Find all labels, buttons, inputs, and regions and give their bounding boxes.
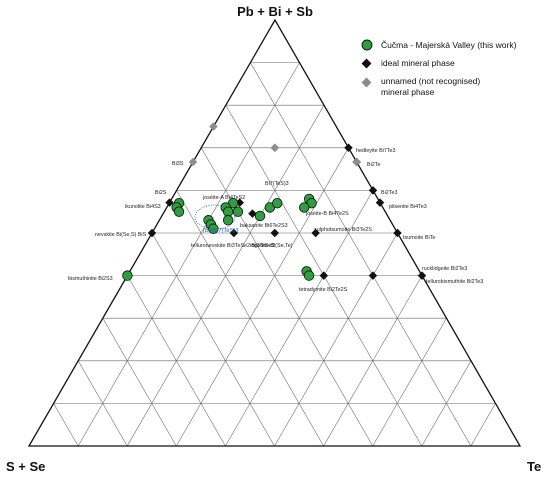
ternary-grid — [53, 62, 496, 447]
legend-marker-unnamed — [361, 77, 372, 88]
unnamed-phase-markers — [188, 122, 361, 167]
grid-line-left-9 — [53, 403, 79, 447]
unnamed-phase-marker-1 — [188, 157, 198, 167]
label-tsumoite: tsumoite BiTe — [403, 235, 435, 241]
unnamed-phase-marker-0 — [209, 122, 218, 131]
ideal-phase-marker-14 — [368, 271, 378, 280]
work-point-17 — [299, 202, 310, 213]
dotted-enclosure — [194, 204, 236, 230]
grid-line-left-3 — [200, 147, 373, 447]
grid-line-right-3 — [176, 147, 349, 447]
ideal-phase-marker-16 — [319, 271, 329, 280]
legend: Čučma - Majerská Valley (this work) idea… — [361, 39, 517, 97]
label-bismuthinite: bismuthinite Bi2S3 — [68, 276, 113, 282]
legend-marker-ideal — [361, 58, 372, 69]
ideal-phase-markers — [123, 143, 427, 280]
ideal-phase-marker-11 — [270, 228, 279, 238]
grid-line-right-6 — [323, 275, 423, 447]
label-joseite-b: joséite-B Bi4Te2S — [305, 211, 349, 217]
legend-label-work: Čučma - Majerská Valley (this work) — [381, 40, 517, 50]
label-nevskite: nevskite Bi(Se,S) BiS — [95, 232, 147, 238]
apex-label-left: S + Se — [6, 459, 45, 474]
label-bi2te-top: Bi2Te — [367, 162, 380, 168]
unnamed-phase-marker-2 — [352, 157, 361, 167]
legend-label-ideal: ideal mineral phase — [381, 58, 455, 68]
label-telluronevskite: telluronevskite Bi3TeSe2 Bi3TeSe2 — [191, 243, 275, 249]
apex-label-top: Pb + Bi + Sb — [237, 4, 313, 19]
unnamed-phase-marker-4 — [270, 143, 280, 153]
work-point-3 — [122, 270, 133, 281]
grid-line-right-7 — [372, 318, 447, 447]
label-ikunolite: ikunolite Bi4S3 — [125, 204, 161, 210]
label-bi3s: Bi3S — [172, 161, 184, 167]
label-tellurobismuthite: tellurobismuthite Bi2Te3 — [426, 279, 483, 285]
work-point-14 — [254, 210, 266, 222]
legend-label-unnamed-line1: unnamed (not recognised) — [381, 76, 480, 86]
label-joseite-a: joséite-A Bi4TeS2 — [202, 195, 245, 201]
label-bi2s: Bi2S — [155, 190, 167, 196]
label-bi7tes3: Bi7(TeS)3 — [265, 181, 289, 187]
grid-line-right-9 — [470, 403, 496, 447]
ideal-phase-marker-6 — [147, 228, 157, 238]
ideal-phase-marker-5 — [165, 198, 174, 207]
ideal-phase-marker-9 — [248, 209, 257, 218]
label-hedleyite: hedleyite Bi7Te3 — [356, 148, 396, 154]
ideal-phase-marker-0 — [344, 143, 353, 153]
label-baksanite: baksanite Bi6Te2S3 — [240, 223, 288, 229]
work-point-19 — [303, 270, 315, 281]
legend-marker-work — [361, 39, 373, 51]
mineral-labels: hedleyite Bi7Te3 Bi2Te pilsenite Bi4Te3 … — [68, 148, 483, 293]
ideal-phase-marker-15 — [417, 271, 427, 280]
grid-line-left-6 — [127, 275, 226, 447]
grid-line-right-5 — [274, 232, 398, 447]
ideal-phase-marker-4 — [393, 228, 402, 238]
grid-line-left-8 — [77, 360, 128, 447]
work-point-9 — [222, 215, 234, 226]
label-sulphotsumoite: sulphotsumoite Bi3Te2S — [314, 227, 372, 233]
work-point-2 — [173, 206, 185, 217]
ideal-phase-marker-2 — [375, 198, 385, 207]
grid-line-left-1 — [250, 62, 472, 447]
grid-line-right-1 — [77, 62, 300, 447]
ideal-phase-marker-10 — [229, 228, 239, 238]
apex-label-right: Te — [527, 459, 541, 474]
label-ingodite: ingodite Bi(Se,Te) — [250, 243, 293, 249]
ideal-phase-marker-13 — [311, 228, 320, 238]
label-tetradymite: tetradymite Bi2Te2S — [299, 287, 348, 293]
work-point-13 — [272, 197, 283, 209]
grid-line-left-5 — [151, 232, 275, 447]
work-point-markers — [122, 193, 317, 281]
label-rucklidgeite: rucklidgeite Bi2Te3 — [422, 266, 467, 272]
label-bi2te3: Bi2Te3 — [381, 190, 397, 196]
work-point-11 — [232, 206, 244, 217]
work-point-10 — [208, 223, 219, 234]
grid-line-left-7 — [102, 318, 177, 447]
label-bipb7tes3: (BiPb)7(TeS)3 — [203, 228, 239, 234]
ideal-phase-marker-3 — [368, 186, 378, 195]
legend-label-unnamed-line2: mineral phase — [381, 87, 435, 97]
label-pilsenite: pilsenite Bi4Te3 — [389, 204, 427, 210]
grid-line-right-8 — [421, 360, 472, 447]
